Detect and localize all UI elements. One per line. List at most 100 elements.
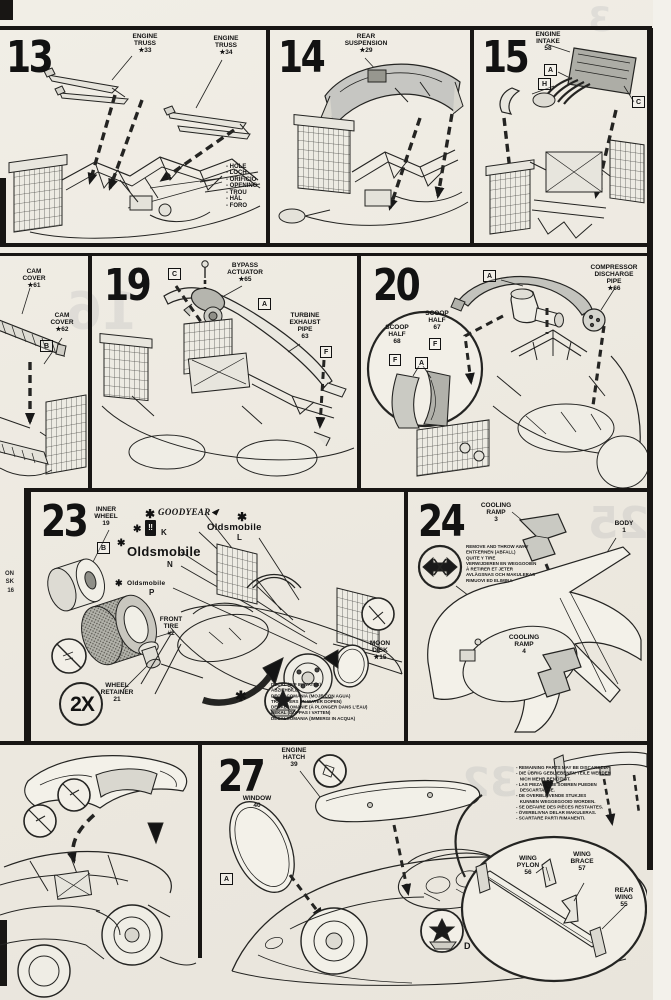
letter-b-box: B <box>40 340 54 352</box>
body-assembly-illustration <box>0 755 197 998</box>
decal-d-label: D <box>464 941 471 951</box>
letter-c-box: C <box>632 96 646 108</box>
step-14-illustration <box>278 57 469 226</box>
decal-n-label: N <box>167 560 173 569</box>
page-edge-bar <box>647 28 653 870</box>
step-15-illustration <box>485 43 645 239</box>
step-number: 24 <box>418 496 466 547</box>
letter-f-box: F <box>320 346 333 358</box>
decal-star-marker: ✱ <box>117 538 126 549</box>
decal-p-label: P <box>149 588 155 597</box>
border-line <box>198 741 202 958</box>
cam-cover-illustration <box>0 287 87 477</box>
step-number: 20 <box>373 260 421 311</box>
oldsmobile-n-decal: Oldsmobile <box>127 544 201 559</box>
letter-f-box: F <box>429 338 442 350</box>
border-line <box>24 488 31 745</box>
oldsmobile-p-decal: Oldsmobile <box>127 580 166 587</box>
step-number: 23 <box>41 496 89 547</box>
border-line <box>88 253 92 488</box>
decal-star-marker: ✱ <box>115 578 123 588</box>
oldsmobile-l-decal: Oldsmobile <box>207 522 262 533</box>
step-number: 19 <box>104 260 152 311</box>
caution-decal-icon: ‼ <box>145 520 156 536</box>
letter-f-box: F <box>389 354 402 366</box>
goodyear-wing-icon <box>211 508 220 516</box>
page-edge-mark <box>0 920 7 986</box>
decal-k-label: K <box>161 528 167 537</box>
page-corner-mark <box>0 0 13 20</box>
remaining-parts-note: - REMAINING PARTS MAY BE DISCARDED.- DIE… <box>516 765 612 821</box>
step-13-illustration <box>8 55 261 239</box>
border-line <box>0 741 652 745</box>
decal-star-marker: ✱ <box>133 524 142 535</box>
step-24-illustration <box>417 511 642 733</box>
quantity-2x-label: 2X <box>70 693 95 716</box>
goodyear-decal-label: GOODYEAR <box>158 507 220 517</box>
letter-h-box: H <box>538 78 552 90</box>
decal-star-marker: ✱ <box>235 688 247 704</box>
step-number: 15 <box>482 32 530 83</box>
border-line <box>24 488 652 492</box>
border-line <box>266 26 270 247</box>
body-assembly-partial-panel <box>0 745 198 1000</box>
step-20-illustration <box>366 275 647 488</box>
border-line <box>357 253 361 488</box>
letter-a-box: A <box>415 357 429 369</box>
decal-l-label: L <box>237 533 242 542</box>
border-line <box>0 243 652 247</box>
border-line <box>470 26 474 247</box>
step-number: 13 <box>6 32 54 83</box>
border-line <box>404 488 408 745</box>
border-line <box>0 253 652 256</box>
letter-a-box: A <box>258 298 272 310</box>
goodyear-text: GOODYEAR <box>158 507 211 517</box>
step-number: 27 <box>218 751 266 802</box>
step-27-illustration <box>229 751 647 986</box>
letter-a-box: A <box>483 270 497 282</box>
decal-star-marker: ✱ <box>145 507 156 521</box>
step-number: 14 <box>278 32 326 83</box>
letter-a-box: A <box>544 64 558 76</box>
letter-c-box: C <box>168 268 182 280</box>
step-23-illustration <box>47 513 403 726</box>
decal-star-marker: ✱ <box>237 510 248 524</box>
letter-b-box: B <box>97 542 111 554</box>
